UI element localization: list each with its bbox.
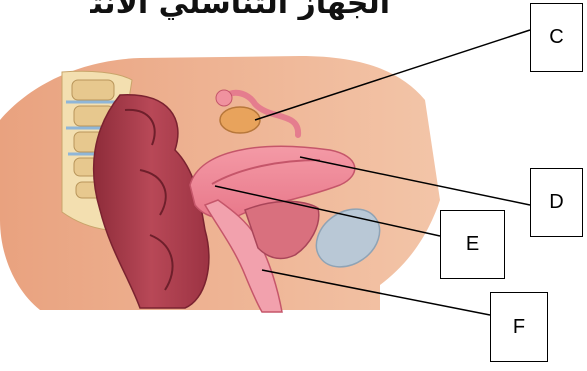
- page-title: الجهاز التناسلي الأنثوي: [90, 0, 390, 20]
- label-f: F: [490, 292, 548, 362]
- label-e: E: [440, 210, 505, 279]
- label-d: D: [530, 168, 583, 237]
- label-c: C: [530, 3, 583, 72]
